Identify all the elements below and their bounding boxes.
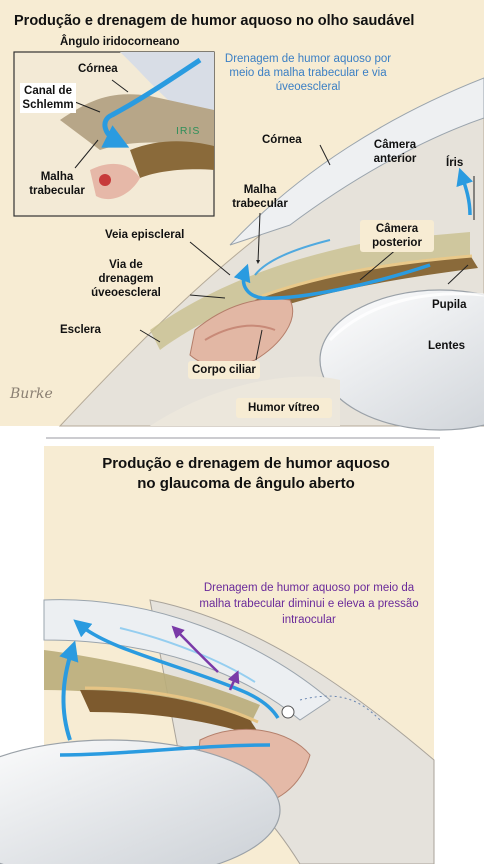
label-anterior-chamber: Câmera anterior <box>373 139 417 165</box>
label-cornea: Córnea <box>262 134 302 146</box>
bottom-flow-mid <box>59 743 271 757</box>
label-trabecular: Malha trabecular <box>232 184 288 210</box>
top-leaders <box>139 144 475 361</box>
label-episcleral-vein: Veia episcleral <box>105 229 185 241</box>
label-ciliary-body: Corpo ciliar <box>188 361 260 379</box>
bottom-title: Produção e drenagem de humor aquoso no g… <box>102 455 390 492</box>
uveal-band <box>150 232 470 350</box>
label-posterior-chamber: Câmera posterior <box>360 220 434 252</box>
lens-shape <box>319 289 484 431</box>
bottom-cornea <box>43 599 331 721</box>
label-pupil: Pupila <box>432 299 467 311</box>
label-vitreous: Humor vítreo <box>236 398 332 418</box>
flow-arrow-main <box>233 263 431 300</box>
bottom-flow-top <box>73 619 280 719</box>
bottom-flow-left <box>59 640 79 741</box>
artist-signature: Burke <box>10 386 53 402</box>
bottom-schlemm <box>281 705 295 719</box>
drainage-note: Drenagem de humor aquoso por meio da mal… <box>224 53 392 93</box>
label-uveoscleral: Via de drenagem úveoescleral <box>91 259 161 299</box>
bottom-pressure-arrow <box>171 625 219 673</box>
inset-title: Ângulo iridocorneano <box>60 36 180 48</box>
inset-angle <box>13 51 215 217</box>
bottom-lens <box>0 739 281 866</box>
inset-label-cornea: Córnea <box>78 63 118 75</box>
label-iris: Íris <box>446 157 464 169</box>
bottom-note: Drenagem de humor aquoso por meio da mal… <box>199 582 419 626</box>
top-panel-art <box>0 0 484 431</box>
inset-label-trabecular: Malha trabecular <box>29 171 85 197</box>
top-title: Produção e drenagem de humor aquoso no o… <box>14 13 415 29</box>
label-sclera: Esclera <box>60 324 101 336</box>
flow-arrow-pupil <box>456 167 474 216</box>
bottom-panel-art <box>0 446 484 866</box>
inset-label-schlemm: Canal de Schlemm <box>20 83 76 113</box>
inset-label-iris: IRIS <box>176 125 201 137</box>
label-lens: Lentes <box>428 340 466 352</box>
